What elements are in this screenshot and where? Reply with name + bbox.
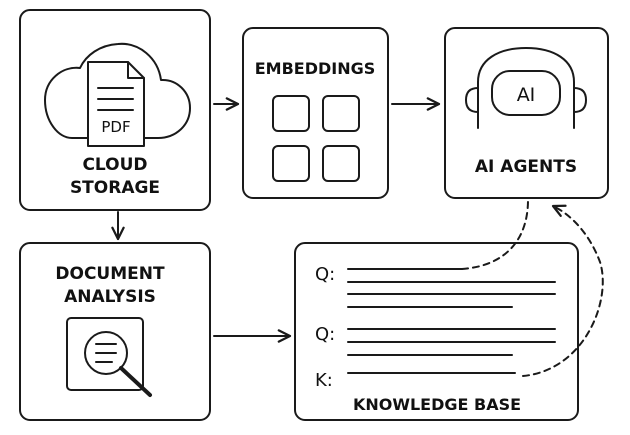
knowledge-base-box bbox=[294, 242, 579, 421]
knowledge-base-node: Q: Q: K: KNOWLEDGE BASE bbox=[294, 242, 579, 421]
pdf-file-icon: PDF bbox=[87, 61, 145, 147]
cloud-storage-title-line2: STORAGE bbox=[70, 178, 160, 198]
ai-badge-label: AI bbox=[517, 84, 536, 106]
knowledge-base-title: KNOWLEDGE BASE bbox=[353, 395, 521, 414]
magnifier-document-icon bbox=[66, 317, 152, 397]
robot-head-icon: AI bbox=[465, 47, 587, 129]
cloud-storage-title-line1: CLOUD bbox=[82, 155, 147, 175]
dashed-arrow-knowledge-to-ai-agents bbox=[522, 204, 604, 377]
cloud-icon bbox=[44, 42, 191, 139]
embedding-grid-icon bbox=[272, 95, 360, 182]
kb-row-2: Q: bbox=[315, 324, 556, 356]
kb-row-prefix: Q: bbox=[315, 264, 335, 285]
document-analysis-title-line1: DOCUMENT bbox=[55, 264, 165, 284]
ai-agents-node: AI AI AGENTS bbox=[444, 27, 609, 199]
kb-row-1: Q: bbox=[315, 264, 556, 308]
embeddings-title: EMBEDDINGS bbox=[255, 59, 376, 78]
document-analysis-title-line2: ANALYSIS bbox=[64, 287, 156, 307]
embeddings-node: EMBEDDINGS bbox=[242, 27, 389, 199]
dashed-link-query-to-ai-agents bbox=[461, 199, 529, 270]
ai-agents-box bbox=[444, 27, 609, 199]
ai-agents-title: AI AGENTS bbox=[475, 157, 577, 177]
kb-row-prefix: K: bbox=[315, 370, 333, 391]
kb-row-prefix: Q: bbox=[315, 324, 335, 345]
document-analysis-node: DOCUMENT ANALYSIS bbox=[19, 242, 211, 421]
pdf-label: PDF bbox=[101, 118, 130, 136]
kb-row-3: K: bbox=[315, 370, 516, 391]
embeddings-box bbox=[242, 27, 389, 199]
cloud-storage-node: PDF CLOUD STORAGE bbox=[19, 9, 211, 211]
